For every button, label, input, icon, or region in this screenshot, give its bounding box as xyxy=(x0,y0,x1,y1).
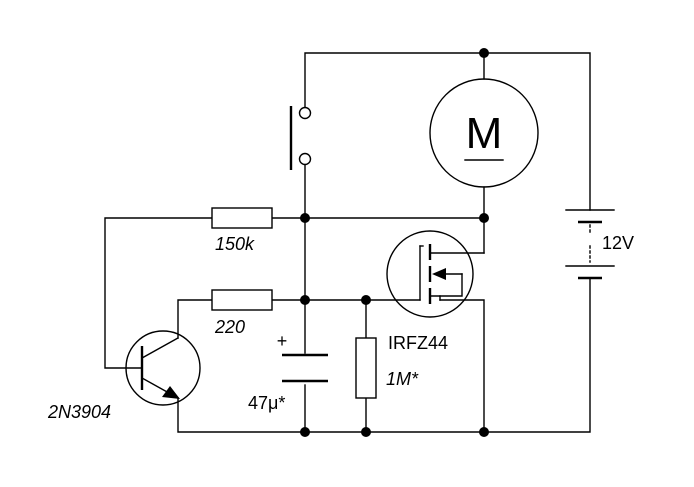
wires xyxy=(104,52,591,433)
push-switch xyxy=(289,106,312,170)
capacitor-label: 47μ* xyxy=(248,393,285,413)
motor: M xyxy=(429,78,539,188)
resistor-150k-label: 150k xyxy=(215,234,255,254)
resistor-220-label: 220 xyxy=(214,317,245,337)
resistor-220: 220 xyxy=(211,289,273,337)
mosfet-irfz44: IRFZ44 xyxy=(386,230,485,353)
resistor-1m-label: 1M* xyxy=(386,369,419,389)
transistor-label: 2N3904 xyxy=(47,402,111,422)
capacitor-47u: + 47μ* xyxy=(248,331,328,413)
resistor-1m: 1M* xyxy=(355,337,419,399)
capacitor-polarity: + xyxy=(277,331,288,351)
transistor-2n3904: 2N3904 xyxy=(47,330,201,422)
battery: 12V xyxy=(565,209,634,280)
battery-label: 12V xyxy=(602,233,634,253)
junction-dots xyxy=(300,48,489,437)
mosfet-label: IRFZ44 xyxy=(388,333,448,353)
motor-label: M xyxy=(466,109,503,158)
resistor-150k: 150k xyxy=(211,207,273,254)
